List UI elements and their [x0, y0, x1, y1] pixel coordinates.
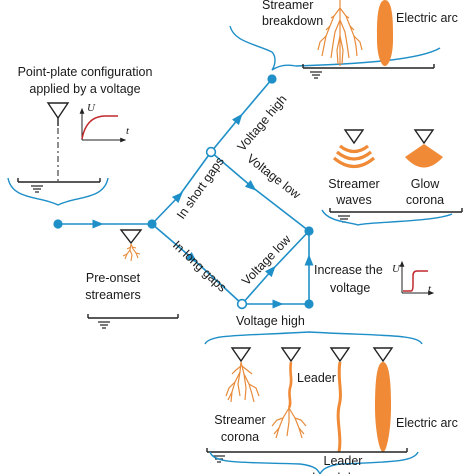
plate-ground-icon: [17, 178, 101, 193]
bottom-electrode-4-icon: [372, 347, 394, 363]
bottom-lower-brace: [209, 451, 419, 474]
top-streamer-line2: breakdown: [262, 14, 323, 28]
split-node: [147, 219, 157, 229]
config-title-line2: applied by a voltage: [29, 82, 140, 96]
bottom-electric-arc-icon: [375, 362, 391, 452]
top-ground-icon: [302, 64, 435, 79]
label-long-gaps: In long gaps: [170, 238, 229, 295]
start-node: [53, 219, 63, 229]
streamer-waves-electrode-icon: [343, 129, 365, 145]
leader-node: [304, 299, 314, 309]
breakdown-node: [267, 74, 277, 84]
glow-corona-line2: corona: [406, 193, 444, 207]
streamer-corona-line1: Streamer: [214, 413, 265, 427]
middle-ground-icon: [329, 208, 463, 223]
label-voltage-high-top: Voltage high: [235, 92, 290, 154]
ramp-axis-x: t: [428, 283, 432, 295]
label-increase-line2: voltage: [330, 281, 370, 295]
label-voltage-high-bottom: Voltage high: [236, 314, 305, 328]
bottom-electric-arc-label: Electric arc: [396, 416, 458, 430]
top-electric-arc-label: Electric arc: [396, 11, 458, 25]
bottom-brace: [204, 331, 423, 345]
label-voltage-low-bottom: Voltage low: [239, 232, 294, 288]
top-electric-arc-icon: [376, 0, 394, 66]
leader-breakdown-line2: breakdown: [312, 471, 373, 474]
pre-onset-streamers-icon: [122, 243, 141, 262]
streamer-waves-line2: waves: [335, 193, 371, 207]
top-streamer-line1: Streamer: [262, 0, 313, 12]
label-short-gaps: In short gaps: [174, 154, 227, 221]
bottom-electrode-1-icon: [230, 347, 252, 363]
short-gap-node: [205, 146, 217, 158]
long-gap-node: [236, 298, 248, 310]
streamer-breakdown-icon: [317, 0, 363, 66]
config-axis-x: t: [126, 125, 130, 137]
streamer-waves-line1: Streamer: [328, 177, 379, 191]
bottom-electrode-3-icon: [329, 347, 351, 363]
glow-corona-line1: Glow: [411, 177, 440, 191]
leader-breakdown-line1: Leader: [324, 454, 363, 468]
pre-onset-line1: Pre-onset: [86, 271, 141, 285]
streamer-corona-line2: corona: [221, 430, 259, 444]
streamer-waves-icon: [332, 144, 376, 169]
config-title-line1: Point-plate configuration: [18, 65, 153, 79]
bottom-electrode-2-icon: [280, 347, 302, 363]
pre-onset-line2: streamers: [85, 288, 141, 302]
ramp-axis-y: U: [392, 263, 401, 275]
pre-onset-ground-icon: [87, 314, 179, 329]
glow-corona-icon: [405, 144, 443, 168]
pre-onset-electrode-icon: [119, 229, 143, 245]
middle-brace: [321, 209, 453, 226]
corona-node: [304, 226, 314, 236]
voltage-step-chart: U t: [79, 102, 130, 143]
glow-corona-electrode-icon: [413, 129, 435, 145]
streamer-corona-icon: [225, 361, 260, 403]
leader-channel-icon: [336, 361, 342, 453]
bottom-ground-icon: [206, 448, 408, 463]
config-axis-y: U: [87, 102, 96, 114]
needle-electrode-icon: [46, 102, 70, 126]
leader-streamers-icon: [271, 361, 307, 439]
flow-lines: [58, 78, 314, 309]
label-increase-line1: Increase the: [314, 263, 383, 277]
config-brace: [7, 177, 109, 206]
voltage-ramp-chart: U t: [392, 260, 435, 296]
label-voltage-low-top: Voltage low: [244, 151, 304, 202]
leader-label: Leader: [297, 371, 336, 385]
